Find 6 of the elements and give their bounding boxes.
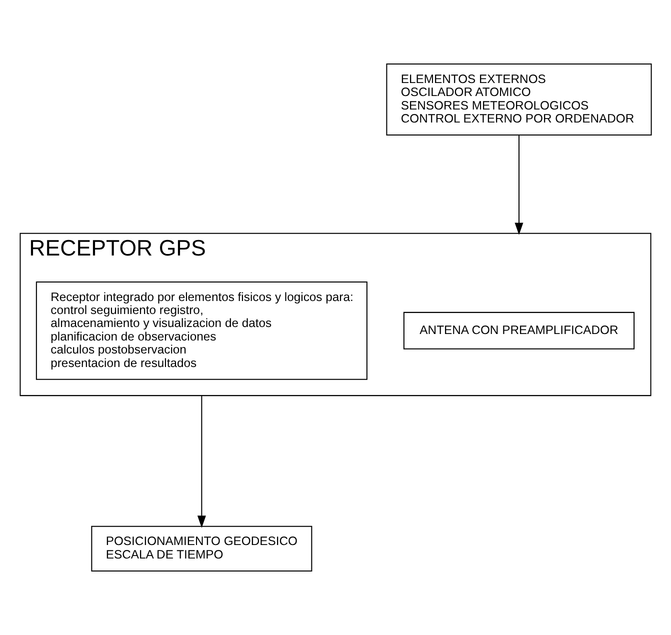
arrow bbox=[514, 135, 524, 235]
arrow bbox=[197, 396, 206, 528]
node-box: ELEMENTOS EXTERNOS OSCILADOR ATOMICO SENSORES METEOROLOGICOS CONTROL EXTERNO POR ORDENADOR bbox=[386, 64, 652, 136]
node-box: ANTENA CON PREAMPLIFICADOR bbox=[403, 312, 635, 350]
node-box: POSICIONAMIENTO GEODESICO ESCALA DE TIEMPO bbox=[91, 526, 312, 572]
node-box: Receptor integrado por elementos fisicos y logicos para: control seguimiento registro, almacenamiento y visualizacion de datos planificacion de observaciones calculos postobservacion presentacion de resultados bbox=[36, 282, 368, 380]
